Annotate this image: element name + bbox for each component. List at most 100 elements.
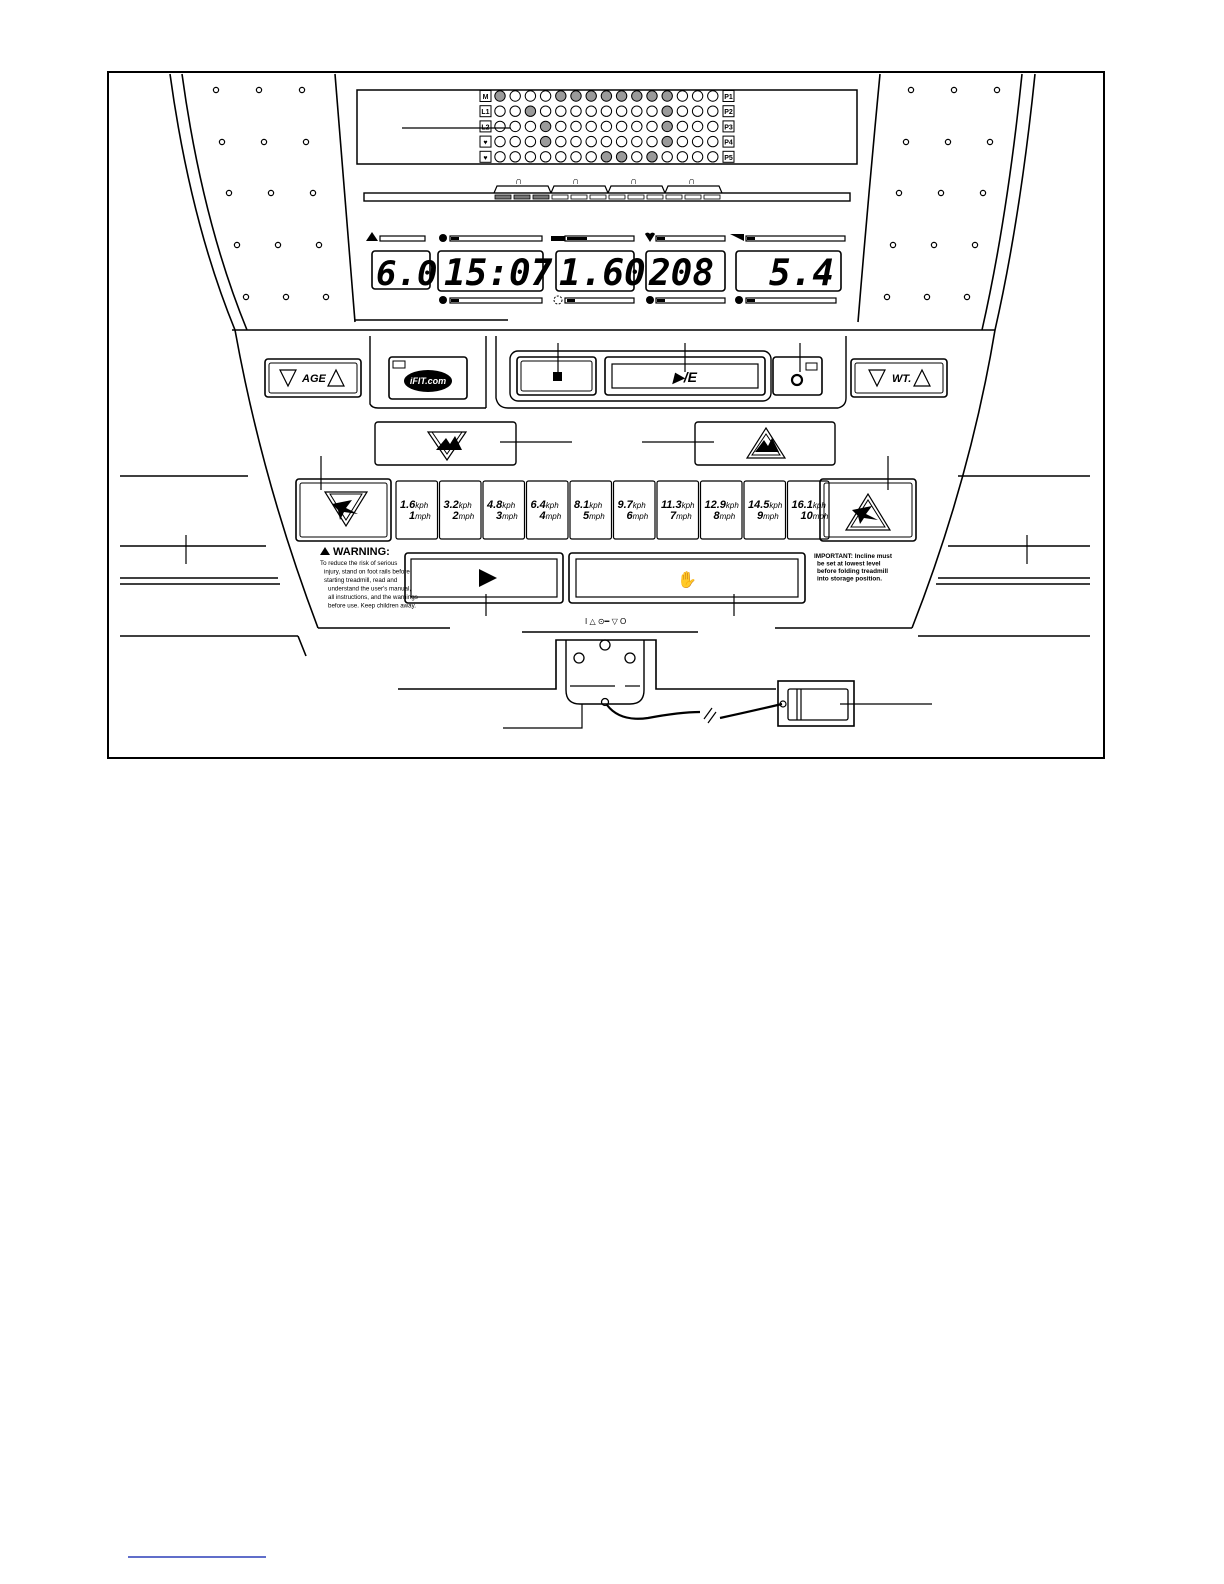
speaker-hole bbox=[895, 189, 903, 197]
matrix-dots bbox=[494, 90, 719, 163]
fan-button[interactable] bbox=[772, 356, 823, 396]
start-button[interactable] bbox=[404, 552, 564, 604]
matrix-led bbox=[661, 105, 673, 117]
clock-bottom-icon bbox=[439, 296, 447, 304]
speed-key-mph: 4mph bbox=[539, 510, 562, 522]
matrix-led bbox=[615, 135, 628, 148]
speaker-hole bbox=[971, 241, 979, 249]
incline-down-button[interactable] bbox=[374, 421, 517, 466]
speed-up-button[interactable] bbox=[819, 478, 917, 542]
matrix-led bbox=[509, 135, 521, 148]
speaker-hole bbox=[302, 138, 310, 146]
speaker-hole bbox=[260, 138, 268, 146]
speed-down-button[interactable] bbox=[295, 478, 392, 542]
matrix-led bbox=[570, 105, 582, 117]
console-outline bbox=[120, 73, 1090, 657]
matrix-led bbox=[600, 135, 613, 148]
matrix-led bbox=[631, 90, 643, 102]
speaker-hole bbox=[274, 241, 282, 249]
callout-lines-low bbox=[485, 594, 735, 616]
warning-text-line: understand the user's manual, bbox=[328, 586, 411, 593]
age-up-icon[interactable] bbox=[327, 368, 345, 387]
matrix-led bbox=[691, 120, 704, 133]
matrix-left-label: ♥ bbox=[483, 155, 487, 162]
matrix-led bbox=[570, 135, 582, 148]
matrix-led bbox=[524, 90, 537, 102]
matrix-led bbox=[570, 120, 582, 133]
matrix-led bbox=[646, 135, 658, 148]
matrix-right-label: P5 bbox=[724, 155, 733, 162]
matrix-led bbox=[707, 120, 719, 133]
warning-text-line: starting treadmill, read and bbox=[324, 577, 398, 584]
weight-down-icon[interactable] bbox=[868, 369, 886, 388]
weight-up-icon[interactable] bbox=[913, 368, 931, 387]
matrix-led bbox=[509, 120, 521, 133]
speaker-hole bbox=[963, 293, 971, 301]
age-button[interactable]: AGE bbox=[264, 358, 362, 398]
speed-key-kph: 9.7kph bbox=[618, 499, 647, 511]
matrix-led bbox=[600, 90, 613, 102]
incline-readout: 6.0 bbox=[376, 254, 437, 294]
matrix-led bbox=[585, 135, 597, 148]
speed-key-mph: 3mph bbox=[496, 510, 518, 522]
stop-hand-button[interactable]: ✋ bbox=[568, 552, 806, 604]
matrix-led bbox=[631, 120, 643, 133]
run-icon: ∩ bbox=[630, 176, 637, 187]
matrix-led bbox=[691, 151, 704, 163]
key-cord bbox=[606, 704, 701, 720]
speaker-hole bbox=[212, 86, 220, 94]
diagram-frame bbox=[107, 71, 1105, 759]
weight-button[interactable]: WT. bbox=[850, 358, 948, 398]
safety-key[interactable] bbox=[606, 680, 932, 727]
profile-segment bbox=[608, 194, 626, 200]
age-down-icon[interactable] bbox=[279, 369, 297, 388]
matrix-led bbox=[494, 151, 506, 163]
speaker-hole bbox=[993, 86, 1001, 94]
callout-lines-mid bbox=[185, 456, 1028, 564]
speed-key-kph: 4.8kph bbox=[486, 499, 516, 511]
matrix-led bbox=[524, 120, 537, 133]
incline-up-button[interactable] bbox=[694, 421, 836, 466]
matrix-led bbox=[615, 90, 628, 102]
jog-icon: ∩ bbox=[572, 176, 579, 187]
matrix-led bbox=[646, 90, 658, 102]
speed-key-mph: 7mph bbox=[670, 510, 692, 522]
matrix-led bbox=[661, 135, 673, 148]
speaker-hole bbox=[225, 189, 233, 197]
control-recess bbox=[495, 336, 847, 409]
matrix-led bbox=[539, 90, 552, 102]
matrix-led bbox=[524, 135, 537, 148]
warning-text-line: all instructions, and the warnings bbox=[328, 594, 418, 601]
profile-segment bbox=[494, 194, 512, 200]
clock-icon bbox=[439, 234, 447, 242]
profile-segment bbox=[646, 194, 664, 200]
matrix-right-label: P1 bbox=[724, 94, 733, 101]
matrix-led bbox=[585, 105, 597, 117]
speaker-hole bbox=[282, 293, 290, 301]
profile-segment bbox=[513, 194, 531, 200]
important-text-line: into storage position. bbox=[817, 576, 882, 583]
matrix-led bbox=[661, 120, 673, 133]
warning-text-line: before use. Keep children away. bbox=[328, 603, 416, 610]
matrix-led bbox=[691, 105, 704, 117]
speaker-hole bbox=[218, 138, 226, 146]
speaker-hole bbox=[937, 189, 945, 197]
ifit-button[interactable]: iFIT.com bbox=[369, 336, 486, 409]
stop-button[interactable] bbox=[516, 356, 597, 396]
matrix-led bbox=[615, 120, 628, 133]
profile-segment bbox=[570, 194, 588, 200]
matrix-led bbox=[676, 151, 689, 163]
matrix-led bbox=[494, 90, 506, 102]
matrix-led bbox=[555, 120, 567, 133]
